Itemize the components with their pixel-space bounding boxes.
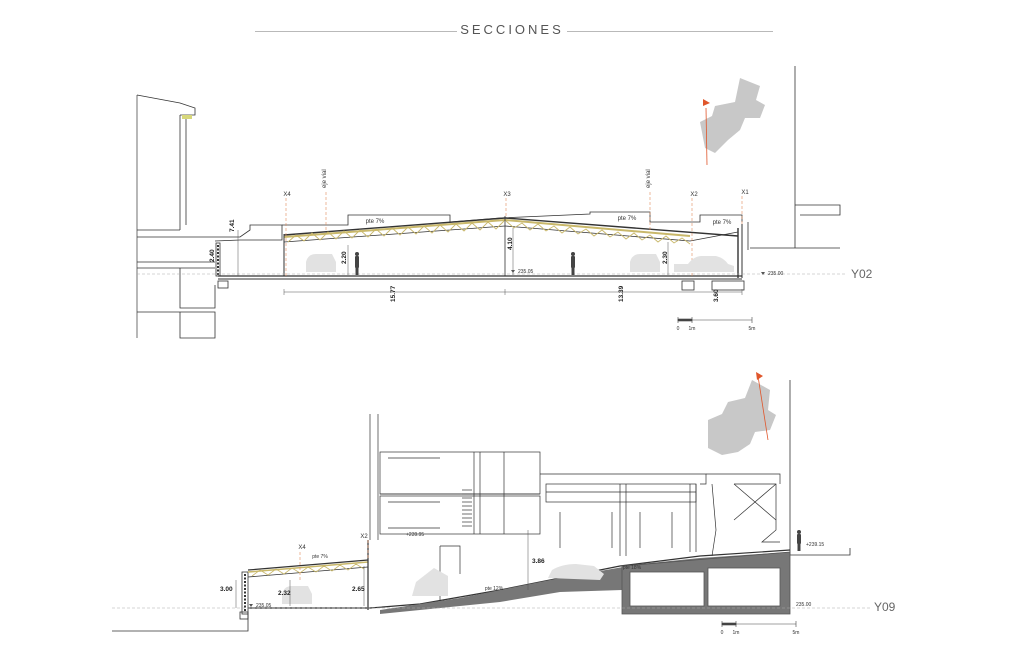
cars-y09 [282,564,604,604]
slope-label-1: pte 7% [366,219,385,225]
level-right-y02: 235.00 [768,271,784,277]
level-marker-icon [761,272,765,275]
grid-label-x2: X2 [690,192,698,198]
grid-label-x1: X1 [741,190,749,196]
level-marker-icon [249,604,253,607]
level-239-95: +239.95 [406,532,424,538]
stair [462,489,472,527]
dim-7-41: 7.41 [229,219,236,232]
neighbor-building-left [136,94,283,339]
level-inside-y02: 235.05 [518,269,534,275]
dim-15-77: 15.77 [390,285,397,302]
scale-1m-y09: 1m [733,630,740,636]
dim-3-86: 3.86 [532,558,545,565]
slope-label-2: pte 7% [618,216,637,222]
grid-label-x2-y09: X2 [360,534,368,540]
level-239-15: +239.15 [806,542,824,548]
dim-2-40: 2.40 [209,249,216,262]
people-y02 [355,252,575,275]
central-building-y09 [369,414,781,600]
scale-bar-y09 [721,621,797,627]
ramp-y09 [248,549,791,615]
sheet-header: SECCIONES [0,22,1024,42]
floor-slab-y02 [217,275,745,291]
dim-2-65: 2.65 [352,586,365,593]
dim-13-39: 13.39 [618,285,625,302]
key-plan-y02 [700,78,765,166]
dimensions-y09 [235,530,529,608]
neighbor-right-y09 [780,380,851,556]
level-tag-y02: Y02 [851,267,873,281]
dim-2-20: 2.20 [341,251,348,264]
backdrop-roofline [282,211,743,226]
dimensions-y02 [237,228,743,295]
title-rule-left [255,31,457,32]
scale-0-y09: 0 [721,630,724,636]
scale-5m-y02: 5m [749,326,756,332]
grid-label-x3: X3 [503,192,511,198]
level-tag-y09: Y09 [874,600,896,614]
dim-2-32: 2.32 [278,590,291,597]
left-wall-y09 [112,571,249,632]
scale-bar-y02 [677,317,753,323]
slope-label-3: pte 7% [713,220,732,226]
neighbor-building-right [747,66,841,250]
title-rule-right [567,31,773,32]
level-235-05: 235.05 [256,603,272,609]
slope-label-y09-3: pte 18% [623,565,642,571]
dim-3-00: 3.00 [220,586,233,593]
roof-truss-y02 [283,216,743,278]
sheet-title: SECCIONES [460,22,564,37]
axis-label-left: eje vial [322,169,328,188]
cars-y02 [306,254,734,272]
grid-label-x4: X4 [283,192,291,198]
scale-5m-y09: 5m [793,630,800,636]
scale-1m-y02: 1m [689,326,696,332]
reference-lines-y09 [112,540,870,609]
level-marker-icon [511,270,515,273]
scale-0-y02: 0 [677,326,680,332]
slope-label-y09-2: pte 12% [485,586,504,592]
grid-label-x4-y09: X4 [298,545,306,551]
dim-3-60: 3.60 [713,289,720,302]
key-plan-y09 [708,372,776,455]
level-235-00: 235.00 [796,602,812,608]
dim-4-10: 4.10 [507,237,514,250]
axis-label-right: eje vial [646,169,652,188]
person-y09 [797,530,801,551]
slope-label-y09-1: pte 7% [312,554,328,560]
dim-2-30: 2.30 [662,251,669,264]
